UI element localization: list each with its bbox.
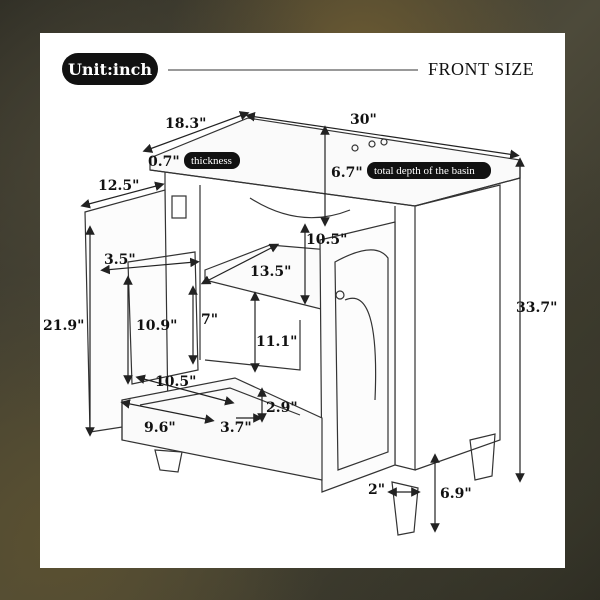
drawer-front-label: 3.7": [220, 420, 252, 436]
inner-depth-label: 13.5": [250, 264, 291, 280]
view-title: FRONT SIZE: [428, 59, 535, 79]
unit-badge: Unit:inch: [62, 53, 158, 85]
unit-label: Unit:inch: [67, 59, 153, 79]
basin-note: total depth of the basin: [374, 165, 475, 177]
basin-depth-label: 6.7": [331, 165, 363, 181]
drawer-width-label: 10.5": [155, 374, 196, 390]
drawer-depth-label: 9.6": [144, 420, 176, 436]
door-width-label: 12.5": [98, 178, 139, 194]
total-height-label: 33.7": [516, 300, 557, 316]
inner-height-label: 11.1": [256, 334, 297, 350]
drawer-height-label: 2.9": [266, 400, 298, 416]
shelf-side-label: 3.5": [104, 252, 136, 268]
leg-height-label: 6.9": [440, 486, 472, 502]
thickness-note-pill: [184, 152, 240, 169]
thickness-note: thickness: [191, 155, 232, 167]
width-label: 30": [350, 112, 377, 128]
dimension-lines: [80, 111, 525, 533]
top-thickness-label: 0.7": [148, 154, 180, 170]
upper-clearance-label: 10.5": [306, 232, 347, 248]
basin-note-pill: [367, 162, 491, 179]
leg-width-label: 2": [368, 482, 385, 498]
lower-section-label: 7": [201, 312, 218, 328]
door-height-label: 21.9": [43, 318, 84, 334]
depth-label: 18.3": [165, 116, 206, 132]
shelf-height-label: 10.9": [136, 318, 177, 334]
